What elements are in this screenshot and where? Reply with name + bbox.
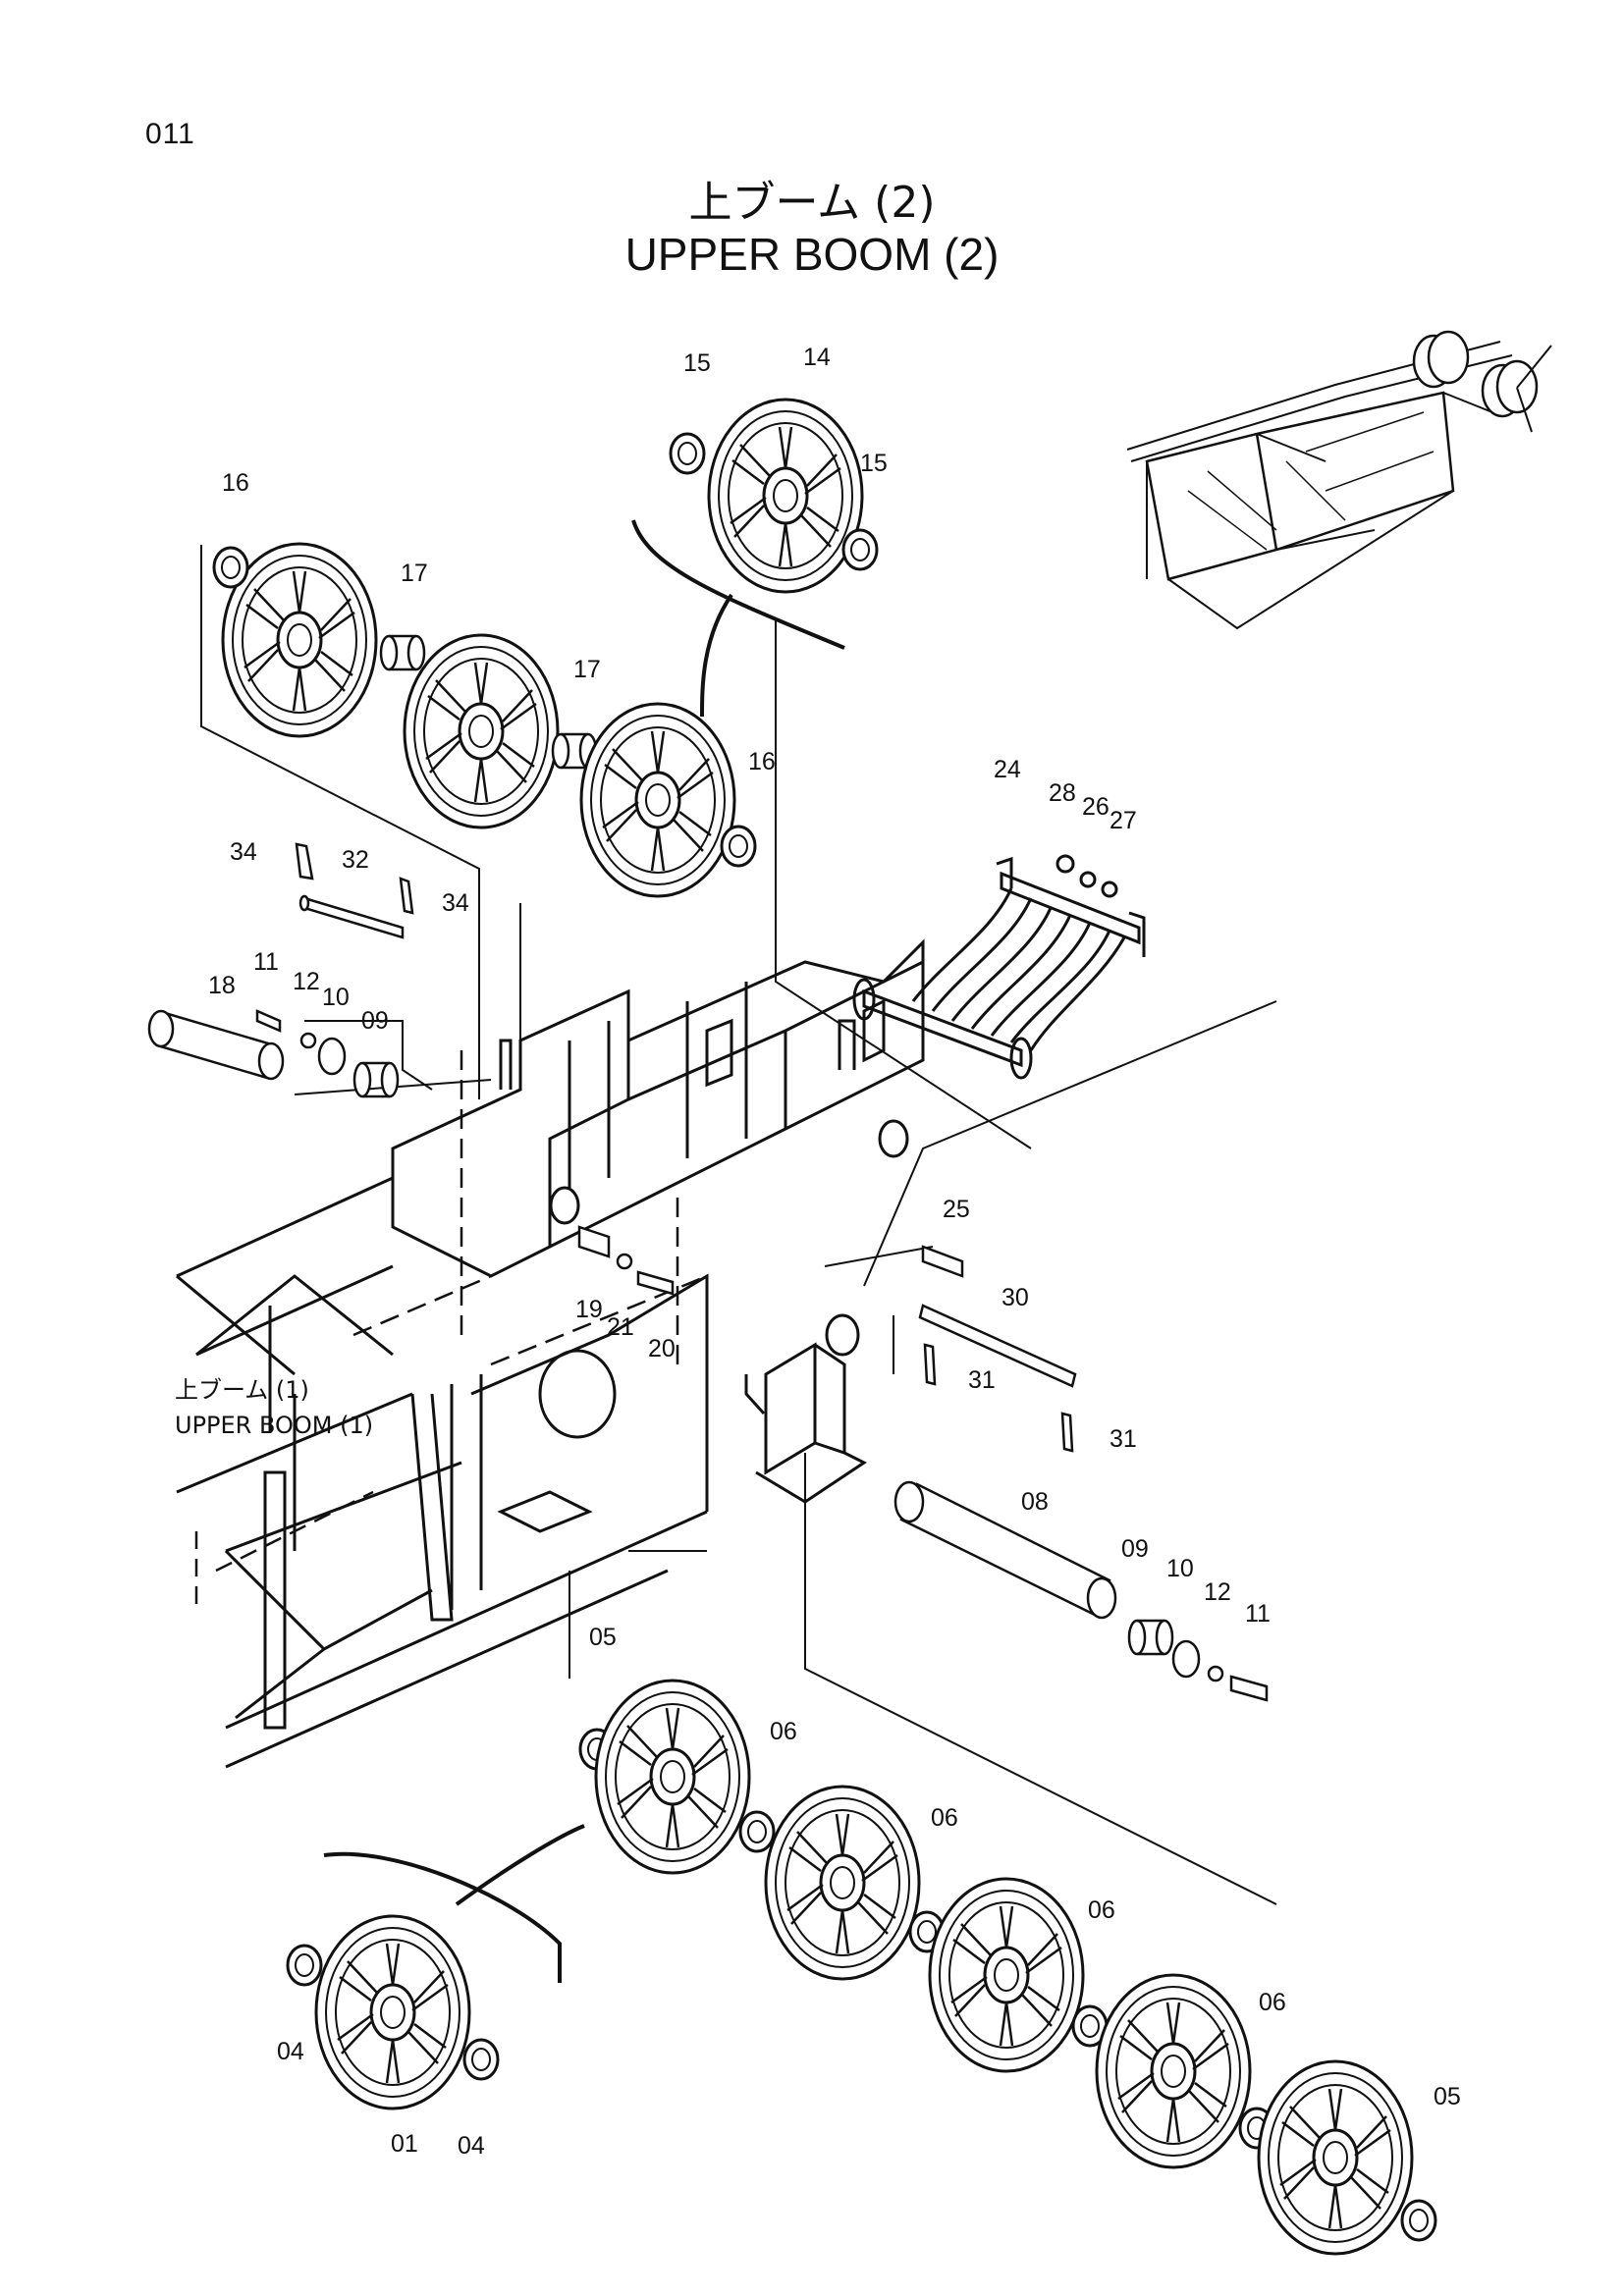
upper-boom-1-lattice [176, 1176, 709, 1769]
callout-27: 27 [1110, 807, 1137, 834]
callout-12: 12 [293, 968, 320, 995]
callout-11: 11 [253, 948, 279, 976]
page-title-english: UPPER BOOM (2) [624, 229, 1000, 280]
callout-24: 24 [994, 756, 1021, 783]
callout-31: 31 [968, 1366, 996, 1394]
leader-lines [200, 545, 1277, 1905]
callout-34: 34 [442, 889, 469, 917]
callout-06: 06 [1259, 1989, 1286, 2016]
callout-06: 06 [931, 1804, 958, 1832]
reference-label-japanese: 上ブーム (1) [175, 1376, 309, 1404]
callout-26: 26 [1082, 793, 1110, 821]
callout-09: 09 [1121, 1535, 1149, 1563]
upper-boom-1-reference: 上ブーム (1) UPPER BOOM (1) [175, 1376, 373, 1439]
page-number: 011 [145, 118, 195, 150]
callout-04: 04 [458, 2132, 485, 2160]
callout-21: 21 [607, 1313, 634, 1341]
callout-labels: 15 14 15 16 17 17 16 24 28 26 27 34 32 3… [208, 344, 1461, 2160]
callout-05: 05 [589, 1624, 617, 1651]
callout-20: 20 [648, 1335, 676, 1362]
callout-12: 12 [1204, 1578, 1231, 1606]
reference-label-english: UPPER BOOM (1) [175, 1412, 373, 1439]
callout-30: 30 [1001, 1284, 1029, 1311]
callout-16: 16 [748, 748, 776, 775]
callout-10: 10 [322, 984, 350, 1011]
callout-19: 19 [575, 1296, 603, 1323]
callout-11: 11 [1245, 1600, 1271, 1628]
callout-06: 06 [770, 1718, 797, 1745]
guide-roller-frame [852, 854, 1146, 1080]
callout-17: 17 [401, 560, 428, 587]
callout-01: 01 [391, 2130, 418, 2158]
callout-09: 09 [361, 1007, 389, 1035]
upper-sheave-group [212, 398, 879, 898]
callout-28: 28 [1049, 779, 1076, 807]
callout-14: 14 [803, 344, 831, 371]
callout-16: 16 [222, 469, 249, 497]
callout-04: 04 [277, 2038, 304, 2065]
callout-32: 32 [342, 846, 369, 874]
page-title-japanese: 上ブーム (2) [688, 178, 936, 228]
lower-sheave-group [286, 1679, 1437, 2256]
boom-frame [352, 938, 925, 1366]
callout-10: 10 [1166, 1555, 1194, 1582]
callout-15: 15 [683, 349, 711, 377]
hardware-pins-bolts [147, 842, 1269, 1702]
callout-15: 15 [860, 450, 888, 477]
callout-06: 06 [1088, 1896, 1115, 1924]
callout-08: 08 [1021, 1488, 1049, 1516]
boom-overview-inset [1126, 330, 1552, 630]
callout-34: 34 [230, 838, 257, 866]
callout-05: 05 [1434, 2083, 1461, 2110]
group-brace-lines [323, 519, 845, 1983]
callout-18: 18 [208, 972, 236, 999]
lower-bracket [744, 1313, 867, 1504]
callout-25: 25 [943, 1196, 970, 1223]
callout-31: 31 [1110, 1425, 1137, 1453]
callout-17: 17 [573, 656, 601, 683]
